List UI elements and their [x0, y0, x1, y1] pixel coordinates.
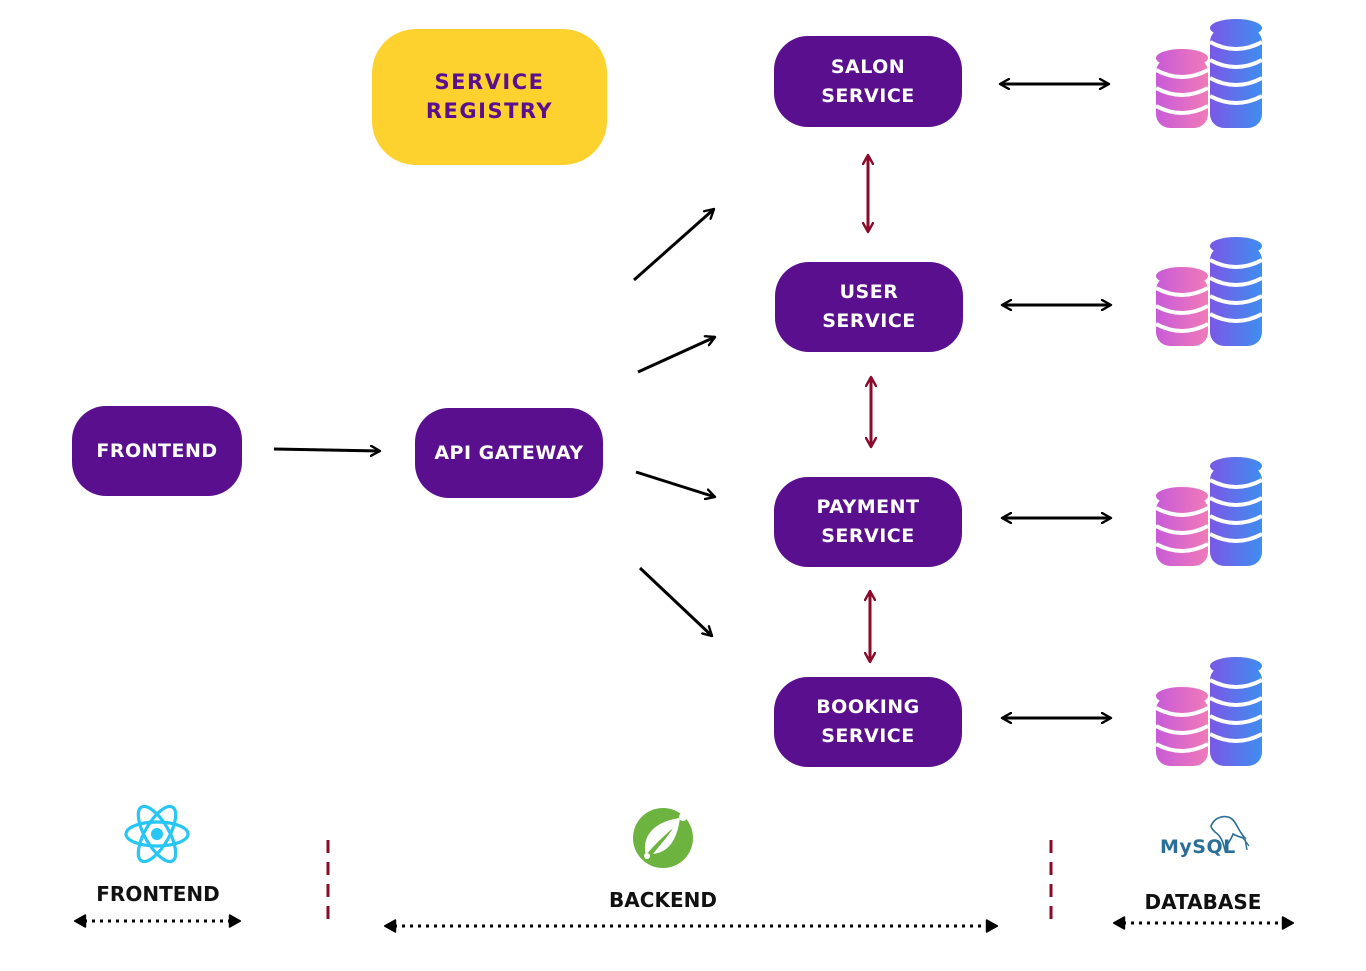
- service-registry-label: SERVICE REGISTRY: [425, 70, 554, 123]
- database-icon-user: [1154, 235, 1264, 348]
- frontend-node: FRONTEND: [72, 406, 242, 496]
- booking-service-node: BOOKING SERVICE: [774, 677, 962, 767]
- service-registry: SERVICE REGISTRY: [372, 29, 607, 165]
- mysql-logo-text: MySQL: [1160, 836, 1236, 858]
- payment-service-node-label: PAYMENT SERVICE: [816, 496, 920, 547]
- salon-service-node: SALON SERVICE: [774, 36, 962, 127]
- api-gateway-node: API GATEWAY: [415, 408, 603, 498]
- database-icon-salon: [1154, 17, 1264, 130]
- arrow-gateway-to-user: [637, 337, 715, 374]
- footer-database-label: DATABASE: [1144, 890, 1262, 914]
- arrow-gateway-to-payment: [635, 470, 715, 497]
- mysql-logo: MySQL: [1160, 836, 1236, 858]
- arrow-frontend-to-gateway: [273, 449, 380, 451]
- payment-service-node: PAYMENT SERVICE: [774, 477, 962, 567]
- database-icon-payment: [1154, 455, 1264, 568]
- footer-frontend-label: FRONTEND: [96, 882, 220, 906]
- mysql-dolphin-icon: [1210, 815, 1250, 853]
- arrow-gateway-to-booking: [638, 566, 712, 636]
- react-icon: [124, 804, 190, 864]
- spring-leaf-icon: [633, 808, 693, 868]
- user-service-node: USER SERVICE: [775, 262, 963, 352]
- frontend-node-label: FRONTEND: [96, 439, 218, 462]
- salon-service-node-label: SALON SERVICE: [821, 55, 915, 107]
- user-service-node-label: USER SERVICE: [822, 281, 916, 332]
- arrow-gateway-to-salon: [633, 209, 714, 282]
- database-icon-booking: [1154, 655, 1264, 768]
- booking-service-node-label: BOOKING SERVICE: [816, 696, 920, 747]
- footer-backend-label: BACKEND: [609, 888, 717, 912]
- api-gateway-node-label: API GATEWAY: [434, 441, 584, 464]
